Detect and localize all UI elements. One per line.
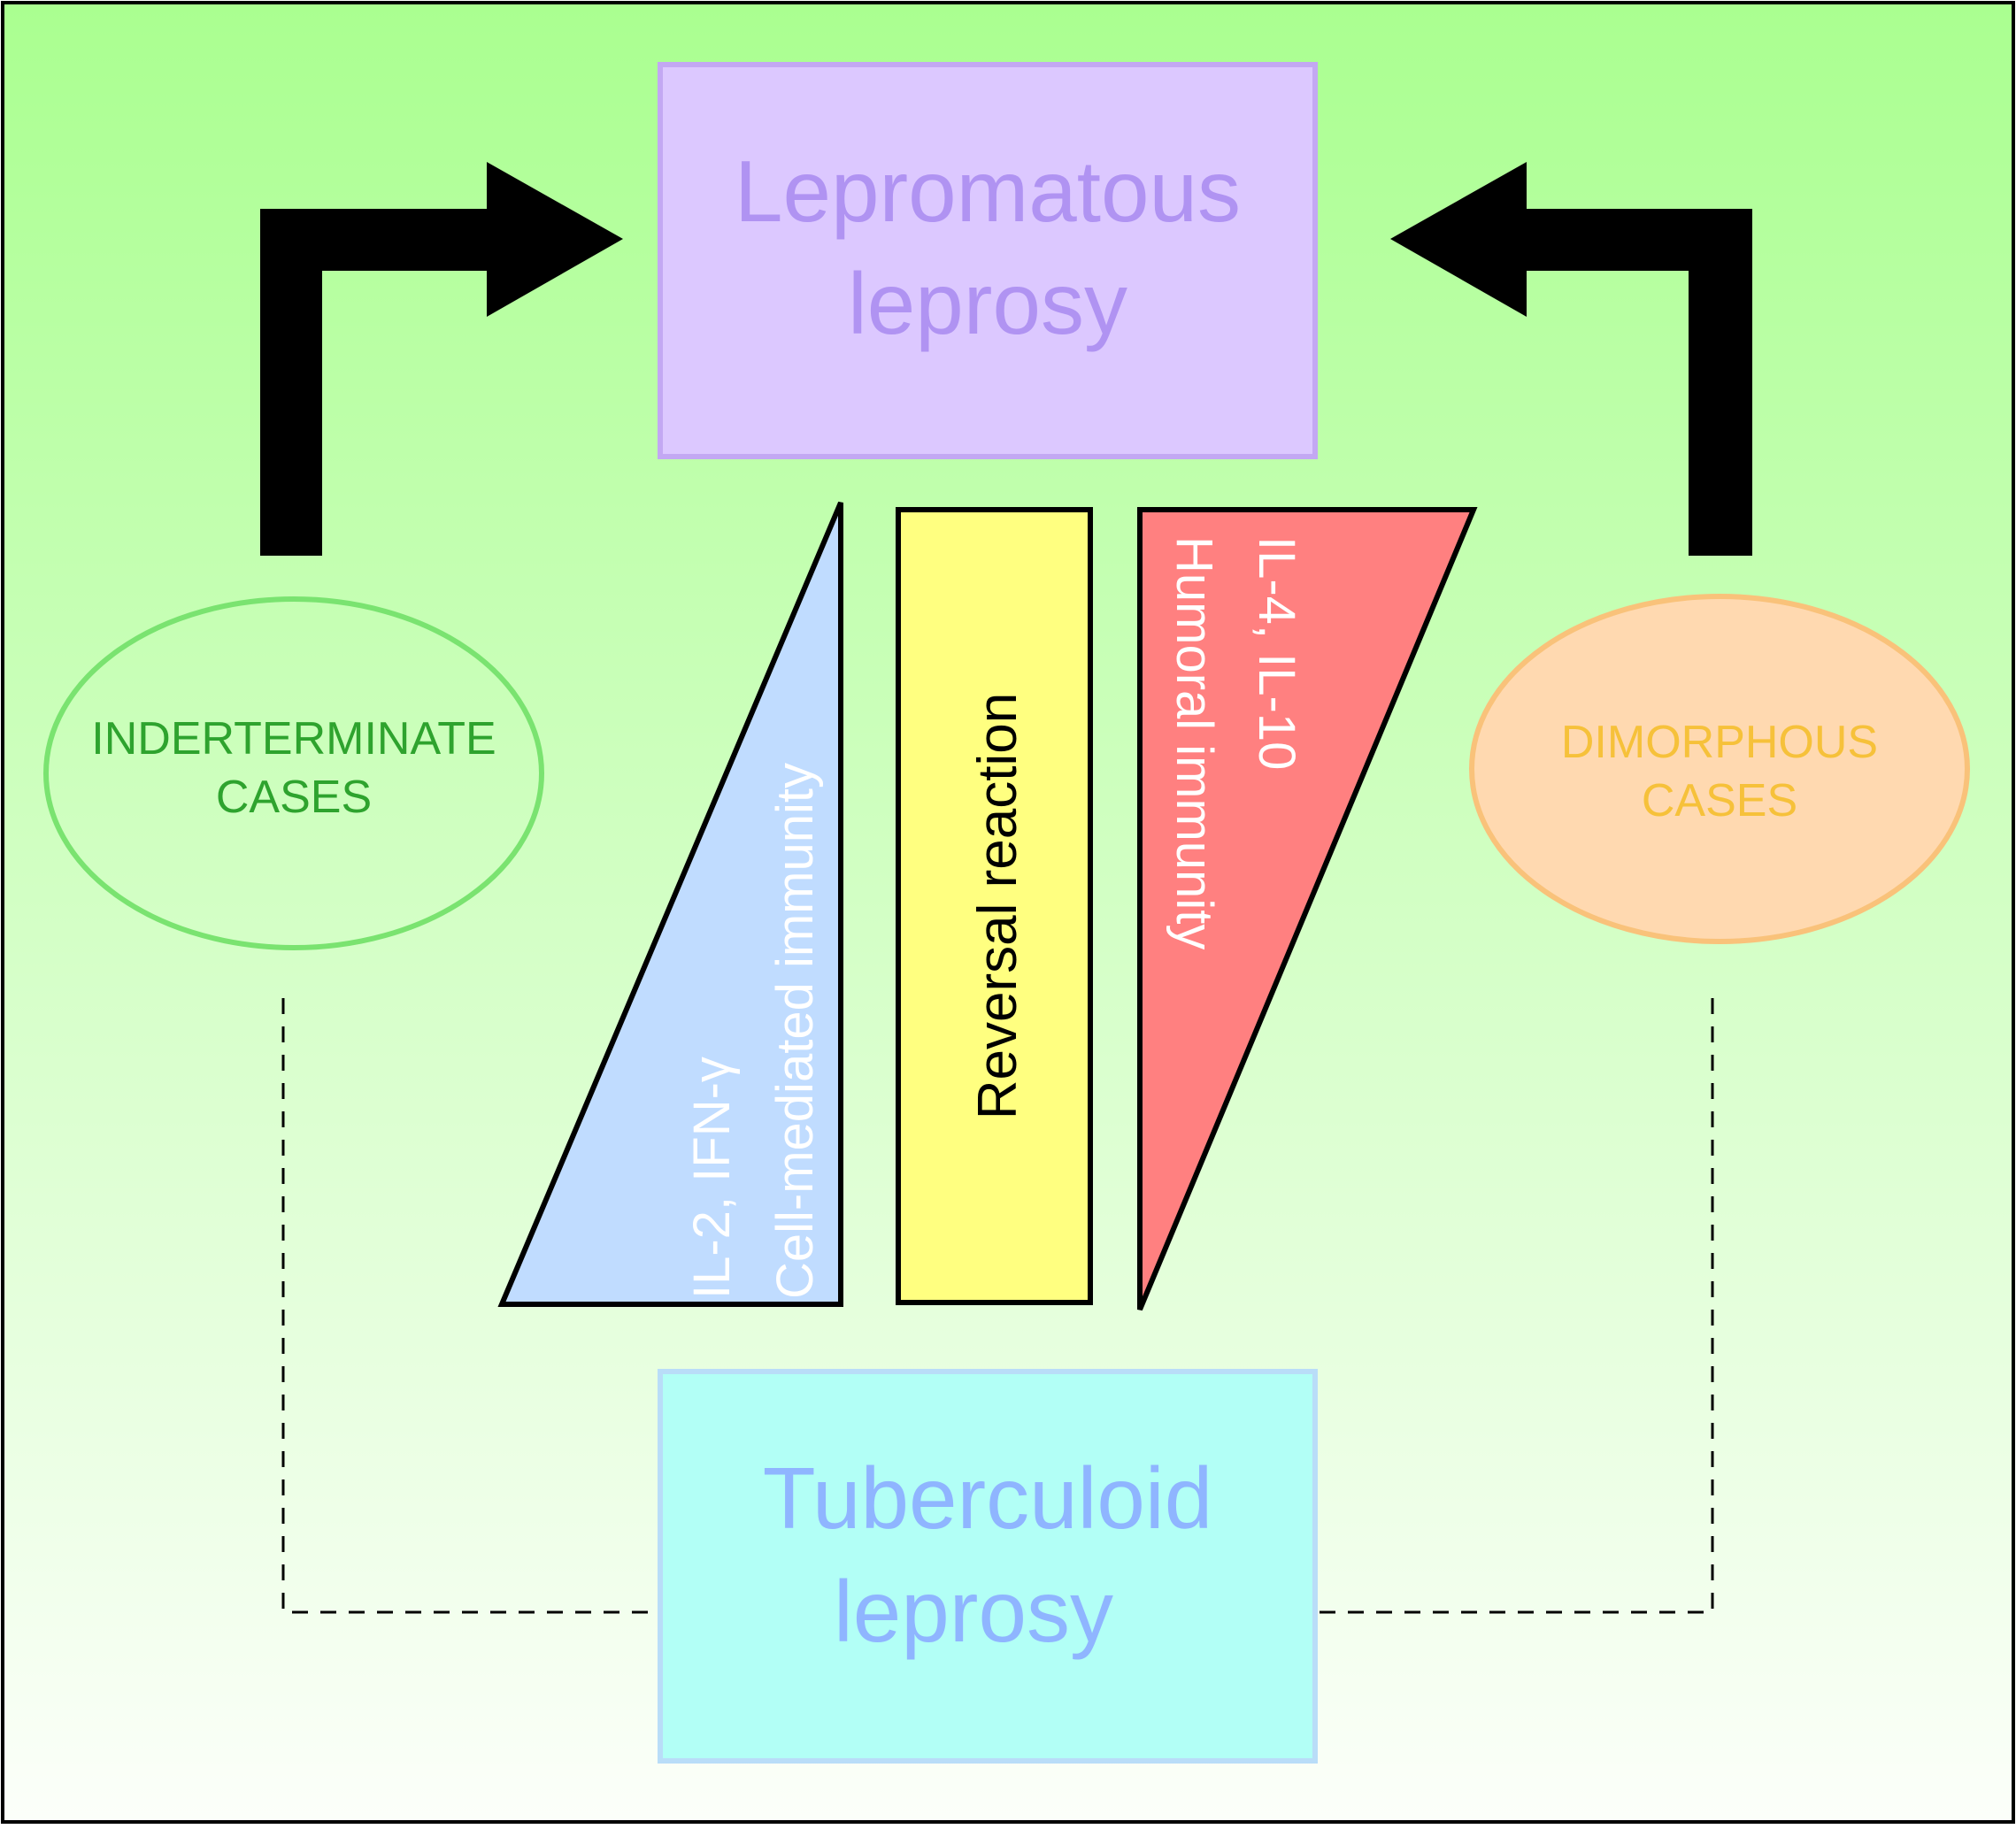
dimorphous-label-line1: DIMORPHOUS [1561,717,1878,768]
dashed-connector-left [281,998,659,1614]
indeterminate-cases-ellipse: INDERTERMINATE CASES [43,596,544,950]
dimorphous-label-line2: CASES [1642,775,1797,826]
indeterminate-label-line2: CASES [216,772,372,823]
indeterminate-label-line1: INDERTERMINATE [91,713,496,765]
humoral-label: Humoral immunity [1166,536,1223,949]
tuberculoid-leprosy-box: Tuberculoid leprosy [658,1369,1318,1764]
reversal-reaction-bar: Reversal reaction [896,507,1093,1305]
cell-mediated-cytokines: IL-2, IFN-γ [683,1057,741,1299]
arrow-left-to-lepromatous [260,162,623,556]
arrow-right-to-lepromatous [1390,162,1752,556]
cell-mediated-immunity-wedge: IL-2, IFN-γ Cell-mediated immunity [497,501,843,1307]
cell-mediated-label: Cell-mediated immunity [766,763,824,1299]
reversal-reaction-label: Reversal reaction [967,693,1028,1119]
tuberculoid-title-line2: leprosy [834,1563,1113,1660]
dashed-connector-right [1316,998,1714,1614]
humoral-immunity-wedge: IL-4, IL-10 Humoral immunity [1137,507,1478,1311]
lepromatous-title-line2: leprosy [848,255,1127,352]
humoral-cytokines: IL-4, IL-10 [1248,536,1305,770]
tuberculoid-title-line1: Tuberculoid [763,1449,1212,1547]
lepromatous-leprosy-box: Lepromatous leprosy [658,62,1318,459]
lepromatous-title-line1: Lepromatous [735,142,1241,240]
dimorphous-cases-ellipse: DIMORPHOUS CASES [1469,594,1970,944]
